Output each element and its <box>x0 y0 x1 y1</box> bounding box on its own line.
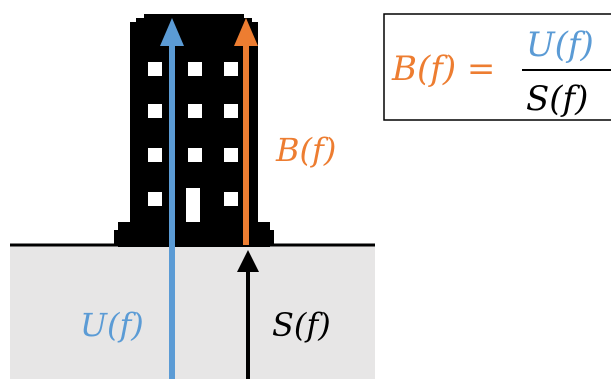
ground-region <box>10 245 375 379</box>
ground-signal-label: U(f) <box>80 306 144 344</box>
soil-motion-arrow <box>237 250 259 379</box>
ground-motion-arrow <box>160 18 184 379</box>
equation-denominator: S(f) <box>526 79 588 119</box>
equation-numerator: U(f) <box>526 25 594 65</box>
building-icon <box>114 14 274 247</box>
equation-box <box>383 13 611 121</box>
building-response-arrow <box>234 18 258 245</box>
soil-signal-label: S(f) <box>272 306 331 344</box>
equation-lhs: B(f) = <box>391 49 495 89</box>
building-windows <box>148 62 238 222</box>
building-signal-label: B(f) <box>275 131 336 169</box>
transfer-function-equation: B(f) = U(f) S(f) <box>383 13 611 121</box>
